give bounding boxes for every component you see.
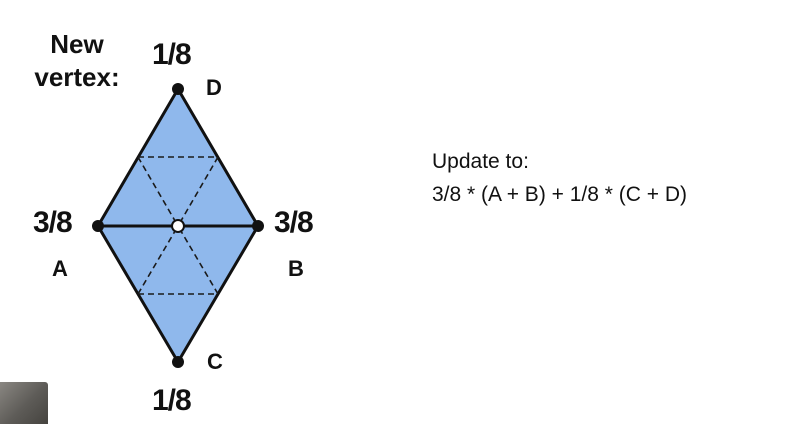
vertex-c (172, 356, 184, 368)
formula-heading: Update to: (432, 150, 529, 173)
vertex-a (92, 220, 104, 232)
vertex-b-label: B (288, 256, 304, 281)
new-vertex-point (171, 219, 185, 233)
vertex-a-label: A (52, 256, 68, 281)
dash-lower-left (137, 225, 179, 295)
dash-lower-right (177, 225, 219, 295)
formula-expression: 3/8 * (A + B) + 1/8 * (C + D) (432, 183, 688, 206)
weight-bottom-label: 1/8 (152, 384, 192, 417)
dash-upper-left (137, 156, 179, 227)
vertex-d (172, 83, 184, 95)
video-thumbnail (0, 382, 48, 424)
vertex-d-label: D (206, 75, 222, 100)
vertex-c-label: C (207, 349, 223, 374)
weight-right-label: 3/8 (274, 206, 314, 239)
weight-left-label: 3/8 (33, 206, 73, 239)
subdivision-dashes (137, 156, 219, 295)
weight-top-label: 1/8 (152, 38, 192, 71)
vertex-b (252, 220, 264, 232)
dash-upper-right (177, 156, 219, 227)
